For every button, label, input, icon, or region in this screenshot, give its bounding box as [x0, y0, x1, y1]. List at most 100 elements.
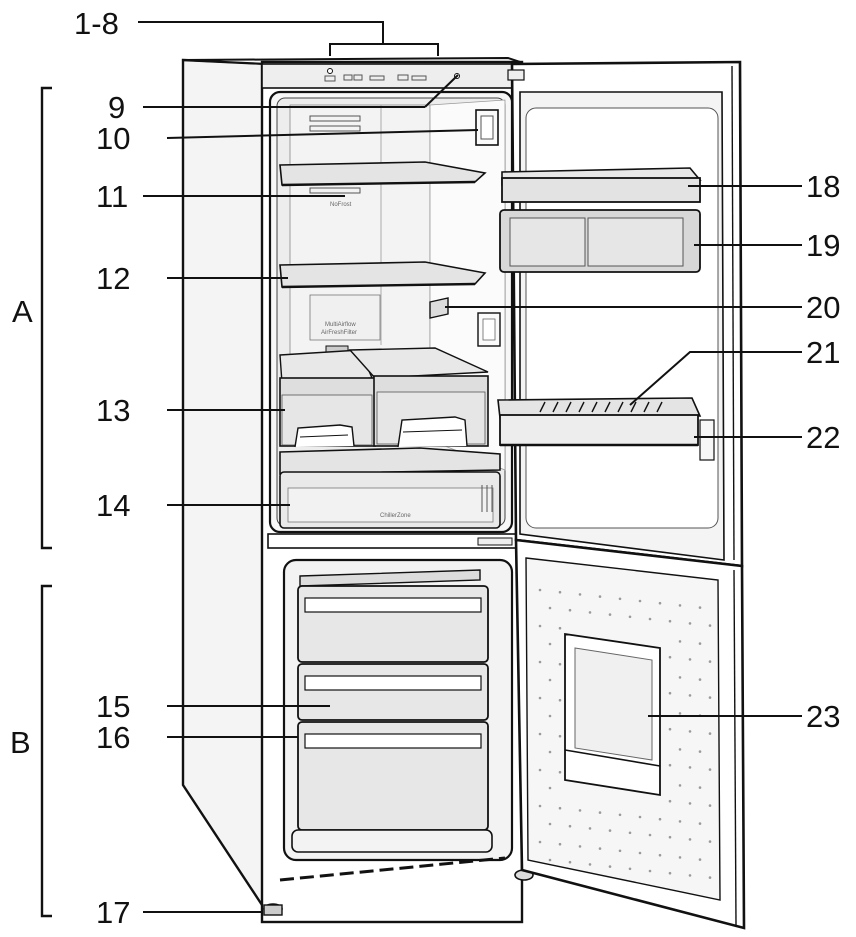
door-dot: [648, 833, 652, 837]
door-dot: [538, 732, 542, 736]
door-dot: [618, 849, 622, 853]
door-dot: [708, 876, 712, 879]
chiller-drawer: [279, 447, 501, 529]
door-dot: [698, 858, 702, 861]
door-dot: [638, 815, 642, 819]
door-dot: [668, 835, 672, 839]
door-dot: [548, 606, 552, 610]
door-dot: [698, 786, 702, 789]
freezer-drawer: [297, 585, 489, 663]
callout-23: 23: [806, 699, 840, 734]
door-dot: [608, 613, 612, 616]
door-dot: [678, 604, 682, 607]
bottle-holder: [539, 401, 663, 413]
door-dot: [668, 619, 672, 623]
door-dot: [608, 865, 612, 868]
section-bracket-b: [40, 584, 52, 918]
door-dot: [658, 601, 662, 605]
callout-15: 15: [96, 689, 130, 724]
door-dot: [688, 694, 692, 697]
door-dot: [538, 768, 542, 772]
freezer-drawer: [297, 663, 489, 721]
door-dot: [668, 655, 672, 659]
callout-22: 22: [806, 420, 840, 455]
door-dot: [538, 660, 542, 664]
section-label-b: B: [10, 725, 31, 760]
door-dot: [588, 863, 592, 866]
filter-label-2: AirFreshFilter: [321, 330, 357, 336]
door-dot: [588, 611, 592, 614]
door-dot: [618, 813, 622, 817]
door-dot: [678, 640, 682, 643]
door-dot: [598, 811, 602, 814]
door-dot: [648, 869, 652, 873]
door-dot: [648, 617, 652, 621]
door-dot: [678, 820, 682, 823]
door-dot: [638, 851, 642, 855]
door-dot: [688, 622, 692, 625]
fruit-drawer: [348, 347, 489, 448]
door-dot: [538, 624, 542, 628]
fridge-door: [507, 60, 744, 568]
door-dot: [548, 642, 552, 646]
section-bracket-a: [40, 86, 52, 550]
nofrost-label: NoFrost: [330, 202, 352, 208]
door-dot: [668, 799, 672, 803]
air-vent: [309, 115, 361, 132]
door-dot: [668, 727, 672, 731]
door-dot: [538, 696, 542, 700]
door-dot: [578, 593, 582, 596]
door-dot: [708, 768, 712, 771]
filter-label-1: MultiAirflow: [325, 322, 356, 328]
door-dot: [618, 597, 622, 601]
door-dot: [578, 845, 582, 848]
callout-17: 17: [96, 895, 130, 930]
glass-shelf: [279, 261, 487, 289]
door-dot: [698, 606, 702, 609]
door-dot: [628, 831, 632, 835]
door-texture: [538, 588, 712, 879]
callout-10: 10: [96, 121, 130, 156]
callout-20: 20: [806, 290, 840, 325]
door-dot: [568, 860, 572, 864]
door-dot: [598, 595, 602, 598]
door-dot: [588, 827, 592, 830]
door-dot: [678, 784, 682, 787]
door-dot: [558, 842, 562, 846]
door-dot: [698, 642, 702, 645]
door-dot: [628, 615, 632, 619]
callout-19: 19: [806, 228, 840, 263]
door-dot: [708, 696, 712, 699]
leader-lines: [138, 21, 802, 913]
temperature-sensor: [429, 297, 449, 319]
door-dot: [558, 770, 562, 774]
door-dot: [568, 824, 572, 828]
door-dot: [668, 871, 672, 875]
door-dot: [658, 853, 662, 857]
callout-9: 9: [108, 90, 125, 125]
door-compartment: [499, 209, 701, 273]
base-grille: [279, 856, 506, 882]
callout-16: 16: [96, 720, 130, 755]
door-dot: [668, 691, 672, 695]
door-dot: [628, 867, 632, 871]
door-dot: [558, 626, 562, 630]
door-dot: [568, 608, 572, 612]
freezer-drawer: [297, 721, 489, 831]
door-dot: [548, 750, 552, 754]
section-label-a: A: [12, 294, 33, 329]
door-dot: [678, 676, 682, 679]
chiller-label: ChillerZone: [380, 513, 411, 519]
callout-12: 12: [96, 261, 130, 296]
callout-21: 21: [806, 335, 840, 370]
freezer-flap: [299, 569, 481, 587]
door-dot: [678, 856, 682, 859]
interior-light: [475, 109, 499, 146]
door-dot: [708, 804, 712, 807]
callout-11: 11: [96, 179, 128, 214]
door-dot: [708, 624, 712, 627]
door-dot: [688, 874, 692, 877]
door-dot: [548, 678, 552, 682]
door-dot: [548, 714, 552, 718]
